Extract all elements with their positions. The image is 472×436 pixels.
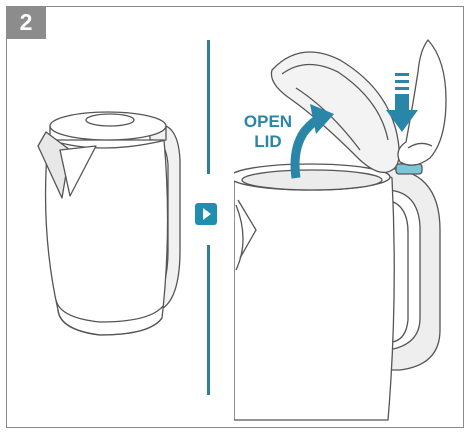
open-lid-label: OPEN LID: [238, 112, 298, 152]
open-lid-line2: LID: [238, 132, 298, 152]
open-lid-line1: OPEN: [238, 112, 298, 132]
